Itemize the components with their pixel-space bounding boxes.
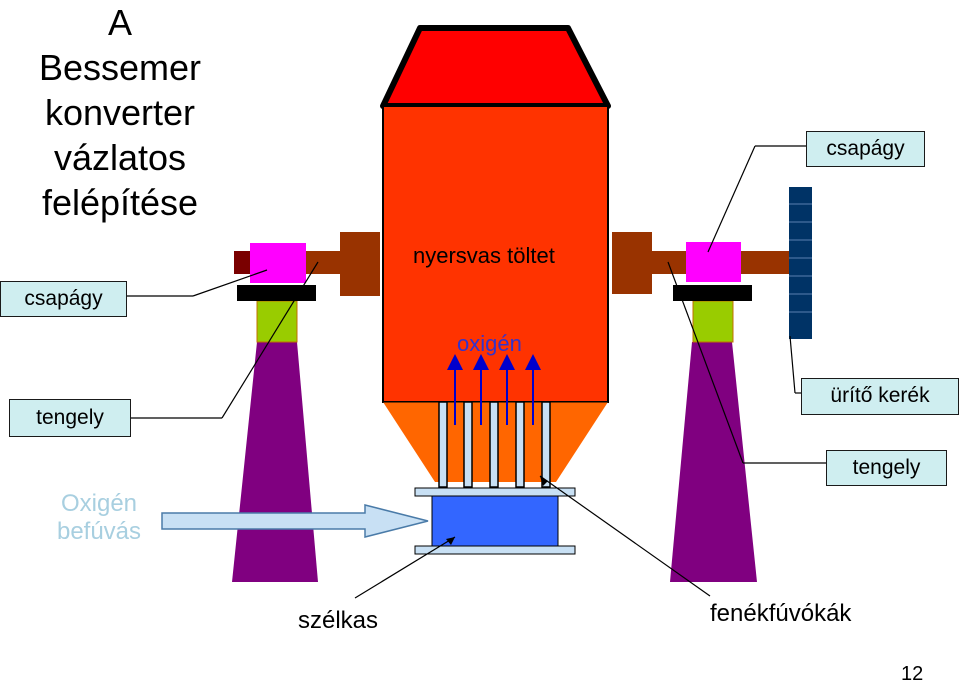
title-line: konverter: [44, 92, 196, 133]
label-bearing-right: csapágy: [806, 131, 925, 167]
diagram-title: A Bessemer konverter vázlatos felépítése: [10, 0, 230, 225]
bearing-left: [250, 243, 306, 283]
support-left: [256, 300, 298, 343]
pedestal-right: [670, 342, 757, 582]
title-line: Bessemer: [38, 47, 202, 88]
label-oxygen: oxigén: [457, 331, 522, 356]
oxygen-arrows: [447, 354, 541, 425]
page-number: 12: [901, 663, 924, 685]
shaft-left-end: [234, 251, 251, 274]
hub-right: [612, 232, 652, 294]
pedestal-left: [232, 342, 318, 582]
label-shaft-left: tengely: [9, 399, 131, 437]
label-wind-box: szélkas: [298, 607, 379, 634]
plate-right: [673, 285, 752, 301]
title-line: felépítése: [41, 182, 199, 223]
support-right: [692, 300, 734, 343]
shaft-right: [652, 251, 687, 274]
shaft-left: [305, 251, 341, 274]
plate-left: [237, 285, 316, 301]
label-bearing-left: csapágy: [0, 281, 127, 317]
oxygen-inlet-arrow: [161, 504, 429, 538]
label-bottom-tuyeres: fenékfúvókák: [710, 600, 852, 627]
label-tipping-wheel: ürítő kerék: [801, 378, 959, 415]
title-line: A: [107, 2, 132, 43]
converter-top: [380, 25, 611, 109]
shaft-right-outer: [740, 251, 790, 274]
bottom-tuyeres: [438, 401, 551, 488]
wind-box-top-plate: [414, 487, 576, 497]
wind-box-bottom-plate: [414, 545, 576, 555]
tipping-wheel: [789, 187, 812, 339]
bearing-right: [686, 242, 741, 282]
title-line: vázlatos: [53, 137, 187, 178]
label-shaft-right: tengely: [826, 450, 947, 486]
converter-body: [382, 105, 609, 403]
oxygen-blowing-line: befúvás: [56, 518, 142, 545]
hub-left: [340, 232, 380, 296]
label-oxygen-blowing: Oxigén befúvás: [44, 490, 154, 546]
label-pig-iron-charge: nyersvas töltet: [413, 243, 555, 268]
oxygen-blowing-line: Oxigén: [60, 490, 138, 517]
